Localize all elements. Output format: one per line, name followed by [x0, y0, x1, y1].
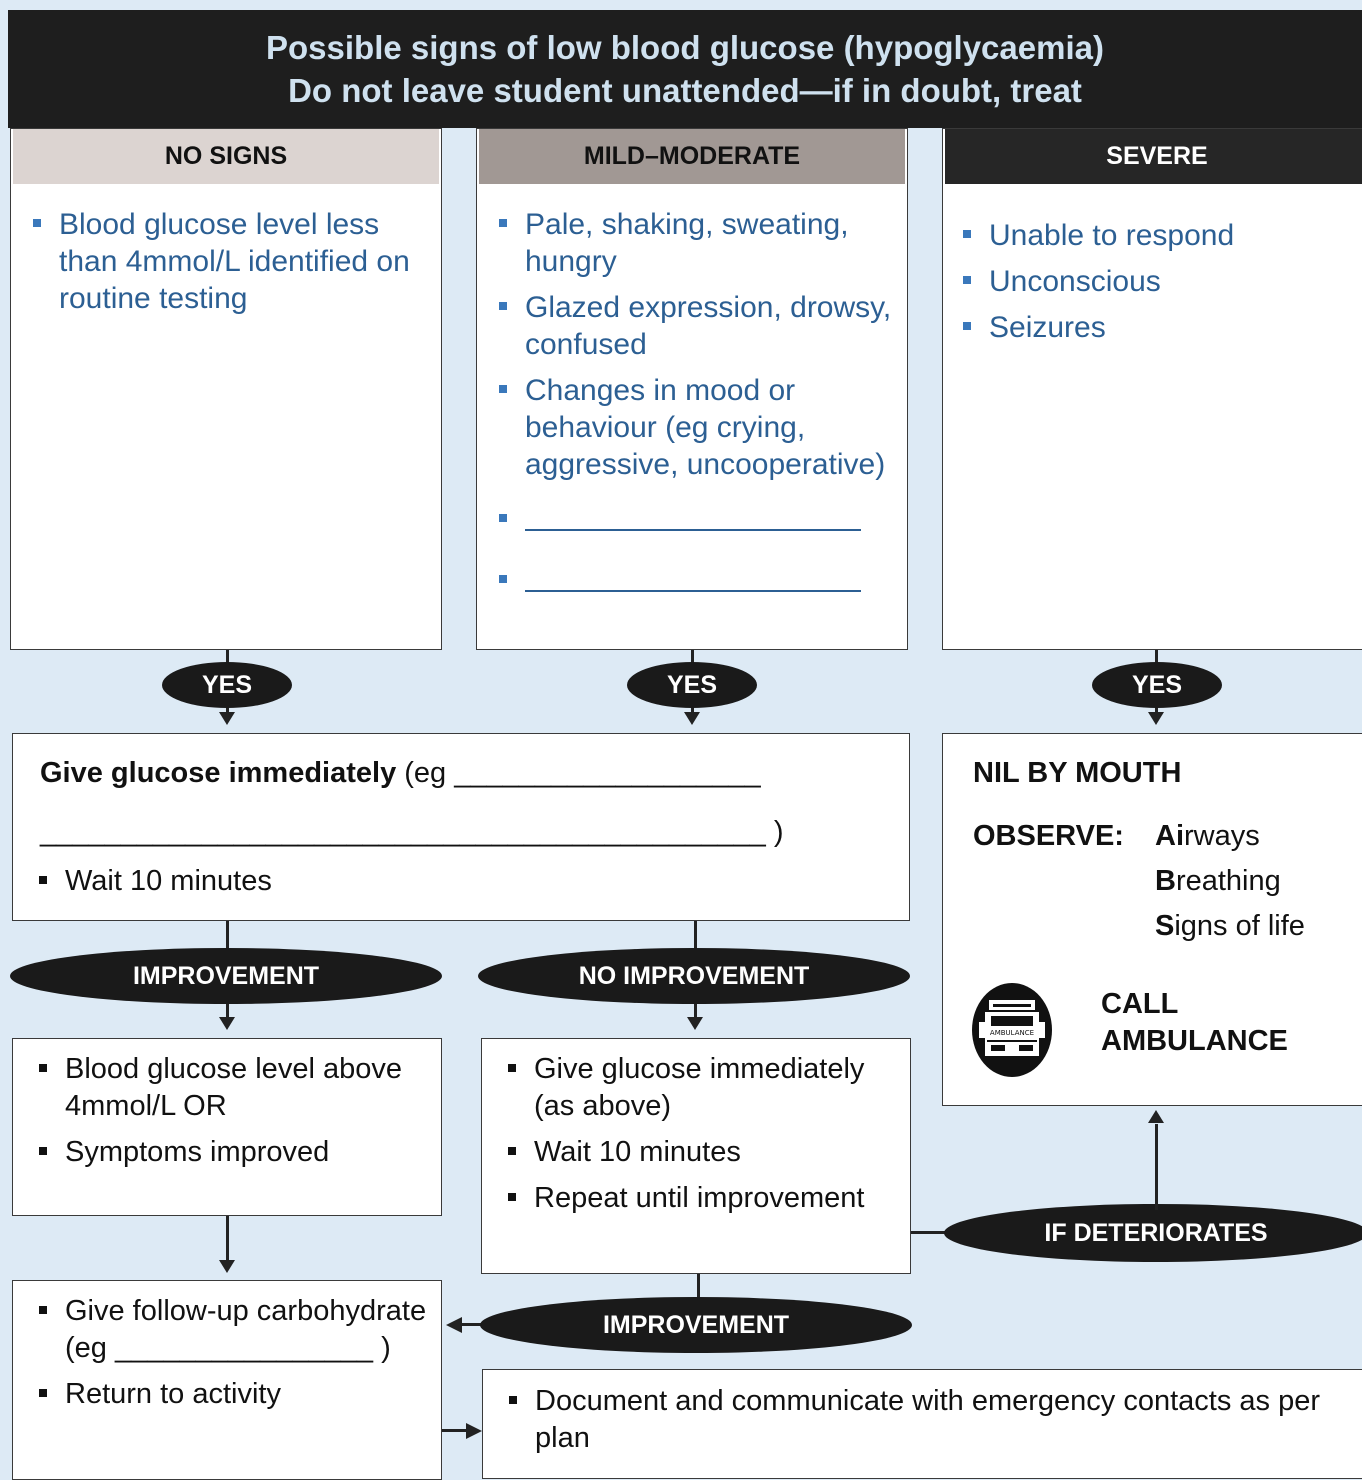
improvement-bottom-label: IMPROVEMENT	[480, 1297, 912, 1353]
blank-line[interactable]	[525, 562, 861, 592]
observe-airways: Airways	[1155, 820, 1260, 852]
yes-label: YES	[627, 662, 757, 708]
severe-heading: SEVERE	[945, 129, 1362, 184]
arrow-down-icon	[1148, 712, 1164, 725]
give-glucose-line1: Give glucose immediately (eg ___________…	[40, 757, 761, 789]
blank-item[interactable]	[495, 501, 899, 540]
connector-line	[442, 1429, 468, 1432]
nil-by-mouth: NIL BY MOUTH	[973, 757, 1182, 789]
no-signs-heading: NO SIGNS	[13, 129, 439, 184]
mild-moderate-box: MILD–MODERATE Pale, shaking, sweating, h…	[476, 128, 908, 650]
list-item: Pale, shaking, sweating, hungry	[495, 206, 899, 280]
list-item: Document and communicate with emergency …	[505, 1383, 1361, 1457]
arrow-left-icon	[446, 1317, 462, 1333]
list-item: Unable to respond	[959, 217, 1362, 254]
arrow-right-icon	[466, 1423, 482, 1439]
list-item: Blood glucose level above 4mmol/L OR	[35, 1051, 431, 1125]
improved-box: Blood glucose level above 4mmol/L OR Sym…	[12, 1038, 442, 1216]
followup-box: Give follow-up carbohydrate (eg ________…	[12, 1280, 442, 1480]
followup-list: Give follow-up carbohydrate (eg ________…	[35, 1293, 431, 1422]
list-item: Blood glucose level less than 4mmol/L id…	[29, 206, 433, 317]
arrow-up-icon	[1148, 1110, 1164, 1123]
ambulance-icon: AMBULANCE	[972, 983, 1052, 1077]
yes-label: YES	[1092, 662, 1222, 708]
list-item: Seizures	[959, 309, 1362, 346]
blank-line[interactable]	[525, 501, 861, 531]
observe-signs: Signs of life	[1155, 910, 1305, 942]
list-item: Symptoms improved	[35, 1134, 431, 1171]
connector-line	[226, 1216, 229, 1262]
improved-list: Blood glucose level above 4mmol/L OR Sym…	[35, 1051, 431, 1180]
give-glucose-line2: ________________________________________…	[40, 816, 784, 848]
document-list: Document and communicate with emergency …	[505, 1383, 1361, 1466]
severe-box: SEVERE Unable to respond Unconscious Sei…	[942, 128, 1362, 650]
severe-list: Unable to respond Unconscious Seizures	[959, 217, 1362, 355]
list-item: Unconscious	[959, 263, 1362, 300]
list-item: Return to activity	[35, 1376, 431, 1413]
severe-action-box: NIL BY MOUTH OBSERVE: Airways Breathing …	[942, 733, 1362, 1106]
arrow-down-icon	[219, 1260, 235, 1273]
connector-line	[1155, 1124, 1158, 1210]
if-deteriorates-label: IF DETERIORATES	[944, 1204, 1362, 1262]
list-item: Repeat until improvement	[504, 1180, 900, 1217]
no-improvement-label: NO IMPROVEMENT	[478, 948, 910, 1004]
list-item: Changes in mood or behaviour (eg crying,…	[495, 372, 899, 483]
yes-label: YES	[162, 662, 292, 708]
arrow-down-icon	[684, 712, 700, 725]
no-signs-box: NO SIGNS Blood glucose level less than 4…	[10, 128, 442, 650]
list-item: Glazed expression, drowsy, confused	[495, 289, 899, 363]
header-title: Possible signs of low blood glucose (hyp…	[266, 29, 1104, 66]
arrow-down-icon	[219, 712, 235, 725]
give-glucose-box: Give glucose immediately (eg ___________…	[12, 733, 910, 921]
list-item: Wait 10 minutes	[35, 863, 272, 900]
header-subtitle: Do not leave student unattended—if in do…	[288, 72, 1082, 109]
list-item: Give glucose immediately (as above)	[504, 1051, 900, 1125]
improvement-label: IMPROVEMENT	[10, 948, 442, 1004]
call-ambulance: CALL AMBULANCE	[1101, 988, 1288, 1057]
no-signs-list: Blood glucose level less than 4mmol/L id…	[29, 206, 433, 326]
document-box: Document and communicate with emergency …	[482, 1369, 1362, 1479]
header-banner: Possible signs of low blood glucose (hyp…	[8, 10, 1362, 128]
connector-line	[697, 1274, 700, 1300]
connector-line	[911, 1231, 971, 1234]
arrow-down-icon	[687, 1017, 703, 1030]
list-item: Give follow-up carbohydrate (eg ________…	[35, 1293, 431, 1367]
no-improvement-box: Give glucose immediately (as above) Wait…	[481, 1038, 911, 1274]
observe-label: OBSERVE:	[973, 820, 1124, 852]
arrow-down-icon	[219, 1017, 235, 1030]
mild-moderate-heading: MILD–MODERATE	[479, 129, 905, 184]
list-item: Wait 10 minutes	[504, 1134, 900, 1171]
observe-breathing: Breathing	[1155, 865, 1281, 897]
mild-moderate-list: Pale, shaking, sweating, hungry Glazed e…	[495, 206, 899, 610]
no-improvement-list: Give glucose immediately (as above) Wait…	[504, 1051, 900, 1226]
give-glucose-list: Wait 10 minutes	[35, 863, 272, 909]
ambulance-sign: AMBULANCE	[990, 1029, 1034, 1037]
blank-item[interactable]	[495, 562, 899, 601]
